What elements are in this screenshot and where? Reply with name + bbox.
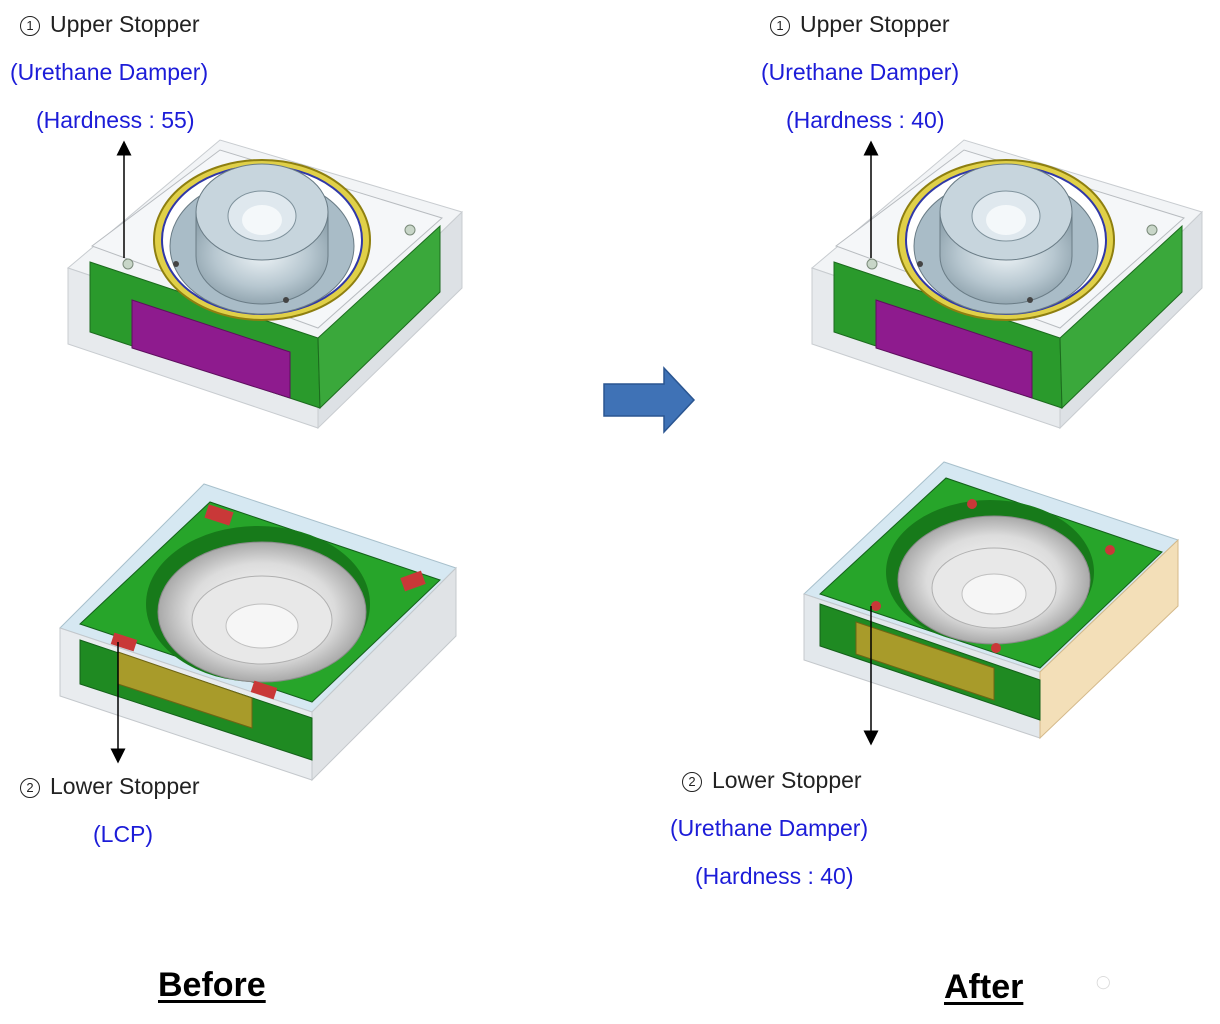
before-upper-stopper-label: 1 Upper Stopper (20, 13, 200, 36)
after-upper-material: (Urethane Damper) (761, 59, 960, 85)
number-marker-1: 1 (20, 16, 40, 36)
before-upper-actuator (66, 139, 463, 430)
before-lower-stopper-name: Lower Stopper (50, 773, 200, 799)
before-lower-actuator (59, 483, 457, 782)
before-upper-material: (Urethane Damper) (10, 59, 209, 85)
number-marker-2: 2 (682, 772, 702, 792)
after-upper-stopper-label: 1 Upper Stopper (770, 13, 950, 36)
number-marker-1: 1 (770, 16, 790, 36)
after-lower-material: (Urethane Damper) (670, 815, 869, 841)
after-lower-stopper-label: 2 Lower Stopper (682, 769, 862, 792)
right-arrow-icon (603, 366, 696, 434)
number-marker-2: 2 (20, 778, 40, 798)
after-upper-stopper-name: Upper Stopper (800, 11, 950, 37)
after-lower-stopper-name: Lower Stopper (712, 767, 862, 793)
before-lower-material: (LCP) (93, 821, 154, 847)
watermark-logo: ◯ (1096, 974, 1111, 989)
before-upper-stopper-name: Upper Stopper (50, 11, 200, 37)
after-upper-hardness: (Hardness : 40) (786, 107, 945, 133)
before-lower-stopper-label: 2 Lower Stopper (20, 775, 200, 798)
after-lower-hardness: (Hardness : 40) (695, 863, 854, 889)
before-upper-hardness: (Hardness : 55) (36, 107, 195, 133)
after-lower-actuator (803, 461, 1179, 740)
after-upper-actuator (810, 139, 1203, 430)
before-title: Before (158, 966, 266, 1004)
after-title: After (944, 968, 1024, 1006)
